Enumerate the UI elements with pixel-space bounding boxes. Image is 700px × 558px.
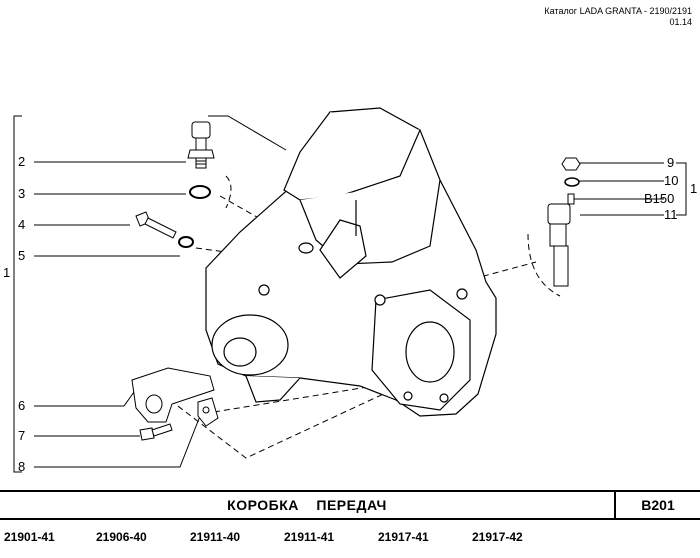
gearbox-housing xyxy=(205,107,497,417)
callout-2: 2 xyxy=(18,154,26,169)
catalog-header: Каталог LADA GRANTA - 2190/2191 xyxy=(544,6,692,16)
washer-10-part xyxy=(564,177,580,187)
title-divider xyxy=(614,492,616,518)
callout-group-right: 1 xyxy=(690,181,698,196)
nut-part xyxy=(178,236,194,248)
speed-sensor-part xyxy=(547,203,571,287)
model-code: 21906-40 xyxy=(96,530,147,544)
callout-11: 11 xyxy=(664,207,678,222)
callout-8: 8 xyxy=(18,459,26,474)
model-code: 21911-40 xyxy=(190,530,241,544)
gearbox-exploded-diagram xyxy=(13,107,687,473)
page-title: КОРОБКА ПЕРЕДАЧ xyxy=(227,497,387,513)
callout-6: 6 xyxy=(18,398,26,413)
nut-9-part xyxy=(561,157,581,171)
model-code: 21917-42 xyxy=(472,530,523,544)
callout-4: 4 xyxy=(18,217,26,232)
left-group-bracket xyxy=(13,115,22,473)
callout-group-left: 1 xyxy=(3,265,11,280)
washer-part xyxy=(189,185,211,199)
callout-7: 7 xyxy=(18,428,26,443)
callout-5: 5 xyxy=(18,248,26,263)
model-list: 21901-41 21906-40 21911-40 21911-41 2191… xyxy=(0,530,700,548)
callout-10: 10 xyxy=(664,173,679,188)
bracket-part xyxy=(131,367,215,423)
callout-b150: B150 xyxy=(644,191,675,206)
title-bar: КОРОБКА ПЕРЕДАЧ B201 xyxy=(0,490,700,520)
right-group-bracket xyxy=(676,162,687,216)
catalog-date: 01.14 xyxy=(669,17,692,27)
bolt-part xyxy=(135,211,177,239)
model-code: 21911-41 xyxy=(284,530,335,544)
model-code: 21901-41 xyxy=(4,530,55,544)
clip-part xyxy=(197,397,219,427)
bolt-7-part xyxy=(139,423,173,441)
section-code: B201 xyxy=(641,497,675,513)
pin-b150-part xyxy=(567,193,575,205)
sensor-part xyxy=(187,121,215,169)
callout-9: 9 xyxy=(667,155,675,170)
callout-3: 3 xyxy=(18,186,26,201)
model-code: 21917-41 xyxy=(378,530,429,544)
